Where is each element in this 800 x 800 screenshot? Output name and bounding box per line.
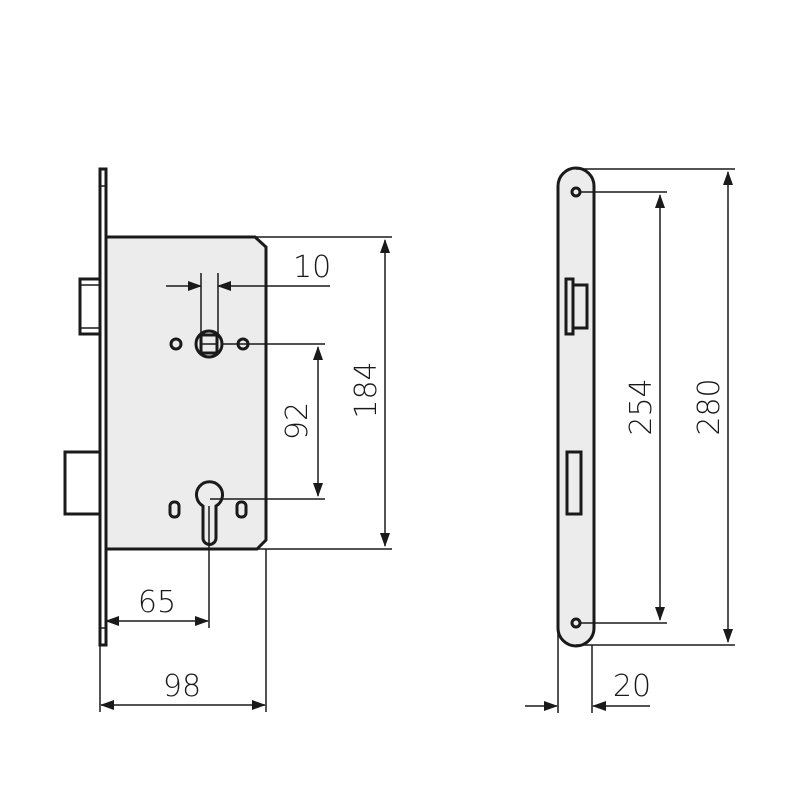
dimension-faceplate-width: 20 [525, 628, 651, 713]
latch-bolt [78, 277, 102, 336]
dimension-spindle-square: 10 [166, 250, 331, 335]
dimension-label-20: 20 [613, 669, 651, 704]
dimension-label-184: 184 [349, 361, 384, 418]
dimension-body-height: 184 [255, 236, 392, 550]
dimension-label-98: 98 [163, 669, 201, 704]
dimension-label-10: 10 [293, 250, 331, 285]
dimension-body-depth: 98 [99, 549, 267, 712]
side-view: 254 280 20 [525, 166, 735, 713]
dimension-label-280: 280 [692, 378, 727, 435]
dimension-label-92: 92 [280, 402, 315, 440]
dimension-center-distance: 92 [210, 343, 325, 500]
dimension-hole-spacing: 254 [580, 191, 667, 624]
faceplate [556, 166, 596, 648]
dimension-label-254: 254 [624, 378, 659, 435]
bolt-opening [565, 450, 583, 516]
front-view: 10 92 184 65 [63, 167, 392, 712]
latch-opening [564, 277, 589, 336]
dead-bolt [63, 450, 102, 516]
dimension-backset: 65 [105, 506, 210, 628]
dimension-faceplate-length: 280 [576, 168, 735, 646]
dimension-label-65: 65 [138, 585, 176, 620]
